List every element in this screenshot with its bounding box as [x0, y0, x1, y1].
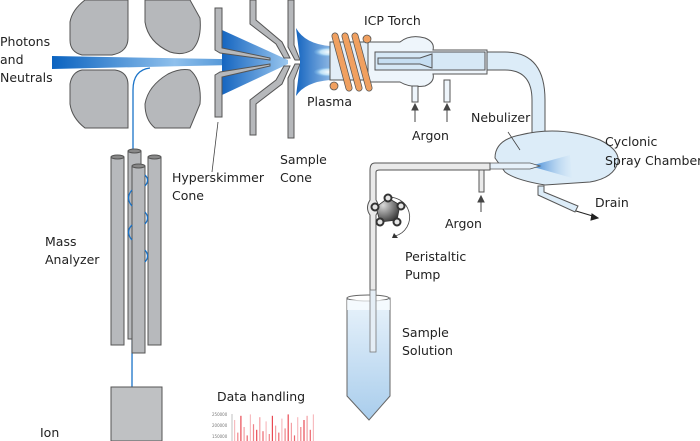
lens-upper-left: [69, 0, 129, 56]
cyclonic-spray-chamber: [489, 130, 619, 213]
label-solution-2: Solution: [402, 343, 453, 358]
chart-bar: [287, 414, 289, 441]
chart-bar: [290, 422, 292, 441]
coil-end-top: [362, 34, 372, 44]
label-mass-2: Analyzer: [45, 252, 100, 267]
spray-cone: [530, 155, 572, 178]
chart-bar: [309, 429, 311, 441]
chart-bar: [303, 420, 305, 441]
chart-bar: [243, 427, 245, 441]
nebulizer-leader: [507, 131, 521, 151]
chart-bar: [252, 424, 255, 441]
label-ion: Ion: [40, 425, 59, 440]
induction-coil-fill: [332, 33, 372, 91]
label-spray-1: Cyclonic: [605, 134, 658, 149]
label-pump-1: Peristaltic: [405, 249, 466, 264]
torch-argon-arrows: [411, 102, 451, 122]
peristaltic-pump: [370, 193, 411, 238]
chart-bar: [240, 415, 242, 441]
chart-bar: [256, 429, 258, 441]
y-tick-250000: 250000: [212, 412, 228, 417]
skimmer-cone: [249, 0, 291, 136]
chart-bar: [237, 432, 239, 441]
label-photons-3: Neutrals: [0, 70, 53, 85]
chart-bar: [278, 432, 280, 441]
ion-lens-quadrupole: [69, 0, 201, 129]
y-tick-200000: 200000: [212, 423, 228, 428]
chart-bar: [271, 415, 273, 441]
label-data-handling: Data handling: [217, 389, 305, 404]
sample-cone: [287, 0, 301, 139]
chart-bar: [262, 431, 264, 441]
chart-bar: [300, 427, 302, 441]
sample-vial: [346, 289, 391, 421]
chart-bar: [234, 420, 236, 441]
quadrupole-rods: [110, 148, 162, 354]
drain-arrow: [575, 210, 600, 221]
label-spray-2: Spray Chamber: [605, 153, 700, 168]
label-hyperskimmer-1: Hyperskimmer: [172, 170, 265, 185]
label-argon-nebulizer: Argon: [445, 216, 482, 231]
label-plasma: Plasma: [307, 94, 352, 109]
label-icp-torch: ICP Torch: [364, 13, 421, 28]
label-photons-1: Photons: [0, 34, 50, 49]
chart-bar: [275, 425, 277, 441]
label-drain: Drain: [595, 195, 629, 210]
lens-upper-right: [144, 0, 201, 55]
ion-beam: [52, 56, 275, 69]
chart-bar: [312, 414, 314, 441]
hyperskimmer-cone: [214, 7, 271, 118]
ion-fan: [222, 30, 288, 95]
label-hyperskimmer-2: Cone: [172, 188, 204, 203]
lens-lower-right: [144, 69, 201, 129]
chart-bar: [268, 434, 270, 441]
hyperskimmer-leader: [211, 121, 219, 173]
y-tick-150000: 150000: [212, 434, 228, 439]
label-photons-2: and: [0, 52, 24, 67]
label-sample-cone-2: Cone: [280, 170, 312, 185]
label-nebulizer: Nebulizer: [471, 110, 531, 125]
label-pump-2: Pump: [405, 267, 440, 282]
label-argon-torch: Argon: [412, 128, 449, 143]
label-mass-1: Mass: [45, 234, 76, 249]
label-sample-cone-1: Sample: [280, 152, 327, 167]
chart-bar: [306, 415, 308, 441]
chart-bar: [293, 435, 296, 441]
chart-bar: [265, 421, 267, 441]
chart-bar: [249, 414, 251, 441]
chart-bar: [259, 417, 261, 441]
nebulizer-argon-inlet: [478, 169, 485, 193]
nebulizer-argon-arrow: [477, 194, 485, 212]
chart-bar: [297, 417, 299, 441]
ion-detector: [110, 386, 163, 441]
chart-bar: [281, 418, 283, 441]
label-solution-1: Sample: [402, 325, 449, 340]
chart-bar: [246, 435, 248, 441]
chart-bar: [284, 428, 286, 441]
data-handling-chart: 250000 200000 150000: [212, 412, 314, 441]
ion-trajectory-front: [127, 174, 149, 263]
lens-lower-left: [69, 69, 129, 129]
coil-end-bottom: [329, 81, 339, 91]
